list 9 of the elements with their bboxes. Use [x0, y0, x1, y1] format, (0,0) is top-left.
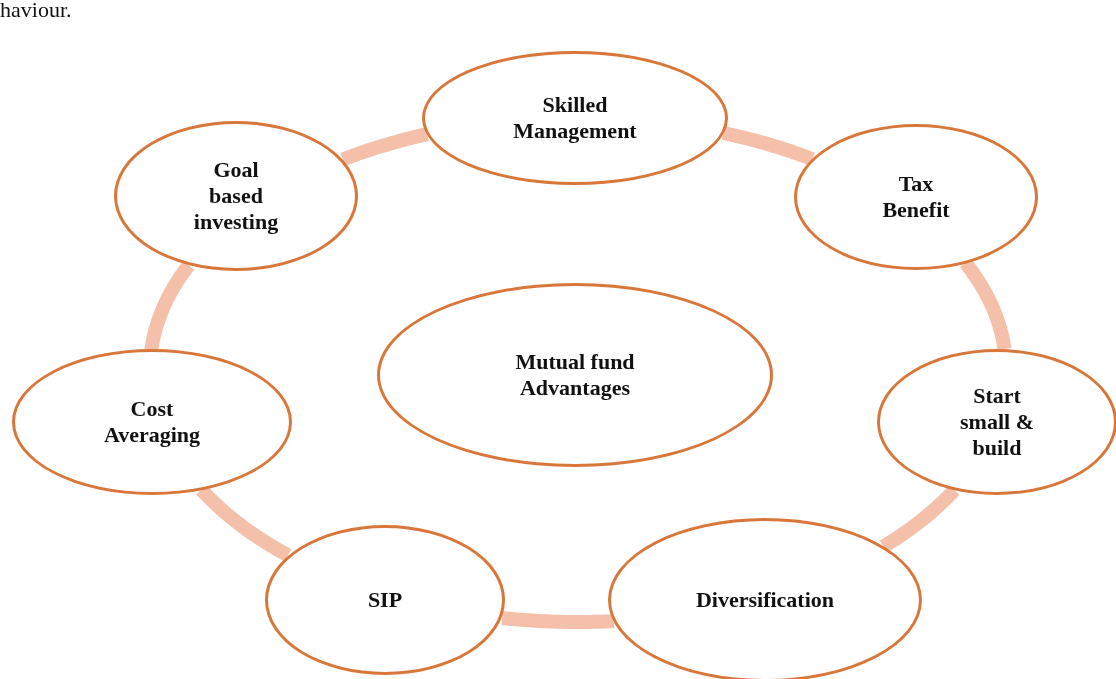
node-label: Skilled Management [512, 92, 638, 144]
node-label: Cost Averaging [102, 396, 202, 448]
text-fragment: haviour. [0, 0, 72, 20]
node-label: SIP [366, 587, 404, 613]
node-label: Tax Benefit [881, 171, 951, 223]
node-label: Diversification [694, 587, 836, 613]
node-label: Mutual fund Advantages [514, 349, 636, 401]
node-label: Start small & build [959, 383, 1035, 461]
node-label: Goal based investing [192, 157, 280, 235]
